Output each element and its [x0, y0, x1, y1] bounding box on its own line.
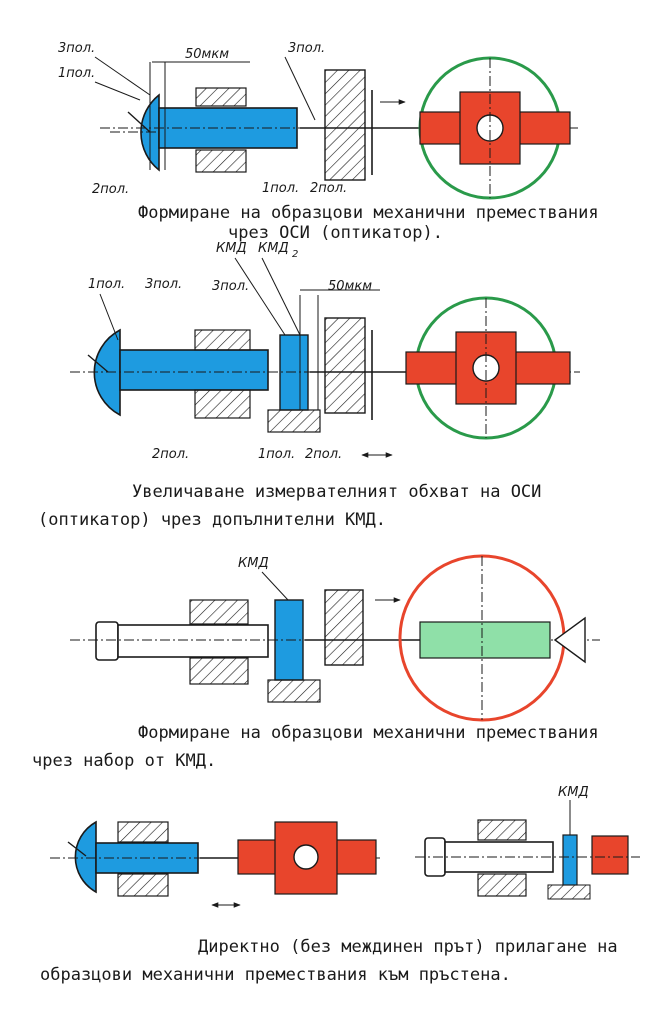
- clamp-icon: [553, 616, 586, 664]
- wall-block: [324, 69, 366, 181]
- fig1-caption-line1: Формиране на образцови механични премест…: [138, 203, 599, 223]
- ring-segment: [591, 835, 629, 875]
- figure-3: КМД Формиране на образцови механични пре…: [32, 554, 600, 771]
- fig4-caption-line2: образцови механични премествания към пръ…: [40, 965, 511, 985]
- fig2-label-pos3-mid: 3пол.: [212, 279, 249, 294]
- gauge-clamp-lower: [189, 657, 249, 685]
- dial-gauge-icon: [110, 93, 160, 172]
- gauge-stem: [444, 841, 554, 873]
- fig3-label-kmd: КМД: [238, 556, 269, 571]
- fig2-label-kmd2-sub: 2: [292, 249, 298, 260]
- fig3-caption-line2: чрез набор от КМД.: [32, 751, 216, 771]
- fig2-label-kmd1: КМД: [216, 241, 247, 256]
- gauge-clamp: [189, 599, 249, 625]
- fig2-label-kmd2: КМД: [258, 241, 289, 256]
- gauge-clamp-lower: [194, 389, 251, 419]
- fig2-label-pos1: 1пол.: [88, 277, 125, 292]
- fig1-label-pos3-right: 3пол.: [288, 41, 325, 56]
- ring-icon: [418, 56, 571, 200]
- ring-icon: [237, 821, 377, 895]
- fig2-caption-line1: Увеличаване измервателният обхват на ОСИ: [132, 482, 541, 502]
- gauge-clamp: [194, 329, 251, 351]
- fig1-label-pos2-bottom: 2пол.: [310, 181, 347, 196]
- fig1-label-pos2-left: 2пол.: [92, 182, 129, 197]
- fig2-label-gap: 50мкм: [328, 279, 372, 294]
- gauge-clamp-lower: [117, 873, 169, 897]
- fig1-label-gap: 50мкм: [185, 47, 229, 62]
- gauge-block-icon: [267, 334, 321, 433]
- gauge-stem: [117, 624, 269, 658]
- dial-gauge-icon: [67, 820, 97, 894]
- fig4-caption-line1: Директно (без междинен прът) прилагане н…: [198, 937, 618, 957]
- fig1-label-pos3-left: 3пол.: [58, 41, 95, 56]
- fig2-caption-line2: (оптикатор) чрез допълнителни КМД.: [38, 510, 386, 530]
- gauge-block-icon: [547, 834, 591, 900]
- fig1-label-pos1-bottom: 1пол.: [262, 181, 299, 196]
- wall-block: [324, 317, 366, 414]
- fig1-caption-line2: чрез ОСИ (оптикатор).: [228, 223, 443, 243]
- fig2-label-pos3: 3пол.: [145, 277, 182, 292]
- figure-2: КМД КМД 2 1пол. 3пол. 3пол. 50мкм 2пол. …: [38, 241, 580, 530]
- gauge-clamp-lower: [195, 149, 247, 173]
- ring-icon: [398, 554, 566, 722]
- fig2-label-pos2-bottom: 2пол.: [305, 447, 342, 462]
- gauge-clamp: [477, 819, 527, 841]
- gauge-knob: [95, 621, 119, 661]
- gauge-clamp: [195, 87, 247, 107]
- gauge-stem: [119, 349, 269, 391]
- fig1-label-pos1-left: 1пол.: [58, 66, 95, 81]
- fig4-label-kmd: КМД: [558, 785, 589, 800]
- fig2-label-pos1-bottom: 1пол.: [258, 447, 295, 462]
- fig2-label-pos2: 2пол.: [152, 447, 189, 462]
- figure-4: КМД Директно (без междинен прът) прилага…: [40, 785, 640, 985]
- gauge-clamp-lower: [477, 873, 527, 897]
- gauge-block-icon: [267, 599, 321, 703]
- figure-1: 3пол. 1пол. 50мкм 3пол. 2пол. 1пол. 2пол…: [58, 41, 599, 243]
- gauge-clamp: [117, 821, 169, 843]
- ring-icon: [405, 296, 571, 440]
- fig3-caption-line1: Формиране на образцови механични премест…: [138, 723, 599, 743]
- wall-block: [324, 589, 364, 666]
